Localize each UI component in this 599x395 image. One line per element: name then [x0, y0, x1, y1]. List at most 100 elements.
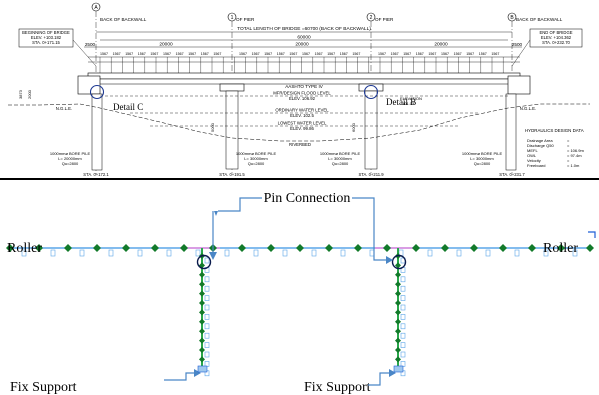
beam-node: [470, 244, 478, 252]
column-member-tag: [400, 361, 406, 367]
station-2: STA. 0+191.5: [219, 172, 245, 177]
beam-member-tag: [572, 249, 578, 257]
pile-note-1-line2: L= 20000mm: [58, 156, 82, 161]
beam-node: [383, 244, 391, 252]
roller-right-support-icon: [588, 231, 596, 238]
fix-arrow-right-path: [368, 372, 391, 386]
beam-nodes: [6, 244, 594, 252]
column-nodes: [199, 253, 401, 372]
column-member-tag: [204, 361, 210, 367]
roller-left-label: Roller: [7, 241, 42, 256]
column-node: [395, 271, 401, 278]
dim-6000: 6000: [351, 122, 356, 132]
column-node: [199, 318, 205, 325]
column-node: [395, 281, 401, 288]
column-member-tag: [204, 295, 210, 301]
pile-note-3-line3: Qu=2800: [332, 161, 349, 166]
pile-note-4-line3: Qu=2800: [474, 161, 491, 166]
detail-b-label: Detail B: [386, 97, 416, 107]
hydraulics-key-1: Discharge Q50: [527, 143, 554, 148]
pile-note-1-line3: Qu=2800: [62, 161, 79, 166]
fix-support-icon-left: [197, 365, 208, 373]
column-member-tag: [400, 285, 406, 292]
beam-node: [412, 244, 420, 252]
column-node: [199, 290, 205, 297]
model-canvas: Pin Connection Roller Roller Fix Support…: [6, 191, 596, 395]
beam-member-tag: [195, 249, 201, 257]
begin-of-bridge-note: BEGINNING OF BRIDGE ELEV. +103.182 STA. …: [18, 28, 97, 67]
axis-label-a: BACK OF BACKWALL: [100, 17, 147, 22]
column-node: [395, 290, 401, 297]
dim-5000: 5000: [210, 122, 215, 132]
fix-arrow-left-path: [164, 372, 196, 381]
girder-spacing-label: 1567: [201, 52, 209, 56]
abutment-right: [507, 75, 531, 95]
hydraulics-key-3: OWL: [527, 153, 537, 158]
begin-note-leader: [72, 39, 97, 67]
beam-member-tag: [21, 249, 27, 257]
beam-node: [267, 244, 275, 252]
girder-spacing-label: 1567: [113, 52, 121, 56]
overall-dim-label: 60000: [297, 35, 311, 41]
column-member-tag: [204, 285, 210, 292]
station-4: STA. 0+231.7: [499, 172, 525, 177]
pile-note-3-line1: 1000mmø BORE PILE: [320, 151, 361, 156]
riverbed-line: [8, 103, 590, 142]
beam-member-tag: [137, 249, 143, 257]
pin-connection-circle-left: [196, 254, 212, 270]
girder-spacing-label: 1567: [416, 52, 424, 56]
girder-spacing-label: 1567: [277, 52, 285, 56]
girder-spacing-label: 1567: [403, 52, 411, 56]
pile-right: [505, 93, 517, 171]
end-of-bridge-note: END OF BRIDGE ELEV. +104.362 STA. 0+232.…: [511, 28, 583, 67]
girder-type-label: AASHTO TYPE IV: [285, 84, 324, 89]
beam-node: [180, 244, 188, 252]
pile-note-4: 1000mmø BORE PILE L= 30000mm Qu=2800: [462, 151, 503, 166]
column-node: [199, 300, 205, 306]
fix-arrow-right-tip: [389, 369, 396, 377]
column-member-tag: [400, 323, 406, 330]
begin-note-line3: STA. 0+171.15: [32, 40, 60, 45]
axis-marker-a: A: [94, 5, 98, 11]
column-node: [395, 262, 401, 269]
column-node: [395, 328, 401, 335]
girder-spacing-label: 1567: [289, 52, 297, 56]
bridge-elevation-drawing: A BACK OF BACKWALL 1 OF PIER 2 OF PIER B…: [0, 0, 599, 180]
girder-spacing-label: 1567: [340, 52, 348, 56]
pile-note-4-line1: 1000mmø BORE PILE: [462, 151, 503, 156]
hydraulics-val-2: = 106.9m: [567, 148, 584, 153]
end-note-line1: END OF BRIDGE: [539, 30, 572, 35]
span-dim-3: 20000: [434, 42, 448, 48]
axis-marker-b: B: [510, 15, 514, 21]
end-note-leader: [511, 39, 531, 67]
begin-note-box: [18, 28, 74, 48]
beam-node: [499, 244, 507, 252]
ordinary-water-label: ORDINARY WATER LEVEL: [275, 108, 329, 113]
beam-member-labels: [21, 249, 578, 257]
end-dim-right: 2500: [512, 42, 523, 47]
column-member-labels: [204, 257, 406, 377]
beam-member-tag: [282, 249, 288, 257]
pin-arrow-left-tip: [209, 252, 217, 260]
beam-member-tag: [543, 249, 549, 257]
beam-member-tag: [224, 249, 230, 257]
hydraulics-key-0: Drainage Area: [527, 138, 553, 143]
dim-3873: 3873: [18, 89, 23, 99]
girder-spacing-label: 1567: [125, 52, 133, 56]
beam-member-tag: [108, 249, 114, 257]
railing-row: 1567 1567 1567 1567 1567 1567 1567 1567 1567 1567…: [88, 52, 520, 73]
girder-spacing-label: 1567: [327, 52, 335, 56]
pier-cap-1: [219, 83, 245, 92]
pile-note-3-line2: L= 30000mm: [328, 156, 352, 161]
column-node: [199, 309, 205, 316]
column-member-tag: [204, 323, 210, 330]
fix-support-right-label: Fix Support: [304, 380, 371, 395]
column-member-tag: [204, 314, 210, 320]
column-node: [199, 328, 205, 335]
beam-member-tag: [50, 249, 56, 257]
beam-node: [441, 244, 449, 252]
pile-note-2: 1000mmø BORE PILE L= 30000mm Qu=2800: [236, 151, 277, 166]
end-note-line3: STA. 0+232.70: [542, 40, 570, 45]
girder-spacing-label: 1567: [188, 52, 196, 56]
fix-support-icon-right: [393, 365, 404, 373]
